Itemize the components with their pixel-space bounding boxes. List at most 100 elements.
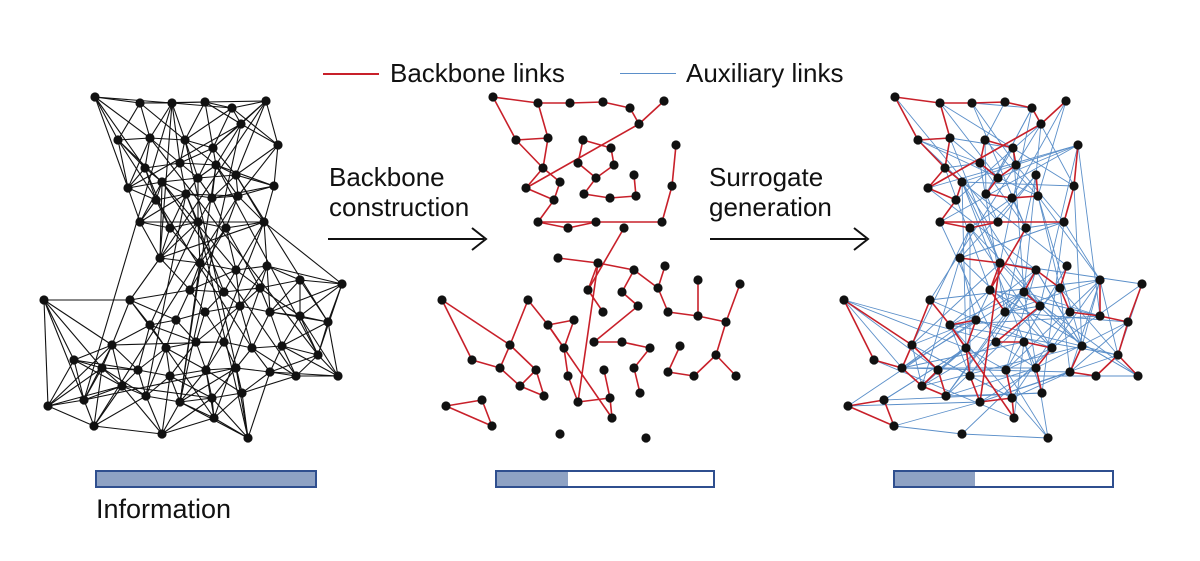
network-node	[180, 135, 190, 145]
network-node	[578, 135, 588, 145]
auxiliary-link	[1004, 311, 1129, 323]
network-node	[843, 401, 853, 411]
network-link	[179, 367, 237, 403]
network-node	[90, 92, 100, 102]
auxiliary-link	[1023, 341, 1037, 369]
auxiliary-link	[979, 371, 1071, 403]
network-node	[897, 363, 907, 373]
auxiliary-link	[883, 347, 967, 401]
surrogate-generation-label-2: generation	[709, 192, 832, 222]
network-node	[565, 98, 575, 108]
network-link	[269, 283, 343, 313]
network-node	[735, 279, 745, 289]
network-node	[236, 119, 246, 129]
auxiliary-link	[985, 107, 1033, 195]
network-node	[599, 365, 609, 375]
network-node	[693, 275, 703, 285]
network-node	[255, 283, 265, 293]
backbone-link	[577, 397, 611, 403]
network-node	[171, 315, 181, 325]
network-node	[663, 367, 673, 377]
network-node	[975, 158, 985, 168]
network-node	[961, 343, 971, 353]
network-link	[211, 392, 243, 399]
network-link	[327, 321, 339, 377]
network-node	[538, 163, 548, 173]
network-node	[693, 311, 703, 321]
network-node	[243, 433, 253, 443]
auxiliary-link	[959, 221, 1065, 259]
network-link	[117, 139, 253, 349]
network-link	[43, 299, 49, 407]
auxiliary-link	[944, 162, 981, 169]
network-node	[1009, 413, 1019, 423]
auxiliary-link	[1005, 369, 1049, 439]
network-node	[69, 355, 79, 365]
network-node	[523, 295, 533, 305]
network-link	[199, 262, 237, 271]
network-node	[975, 397, 985, 407]
network-link	[197, 147, 214, 179]
network-link	[169, 375, 181, 403]
network-link	[47, 359, 75, 407]
auxiliary-link	[975, 289, 991, 321]
network-link	[266, 265, 343, 285]
network-node	[219, 337, 229, 347]
network-link	[212, 107, 233, 149]
auxiliary-link	[961, 181, 967, 349]
network-node	[609, 160, 619, 170]
network-node	[907, 340, 917, 350]
network-node	[641, 433, 651, 443]
network-link	[263, 185, 275, 223]
network-node	[533, 98, 543, 108]
network-link	[94, 96, 173, 104]
network-node	[1027, 103, 1037, 113]
network-link	[215, 164, 275, 187]
auxiliary-link	[929, 164, 1017, 301]
network-node	[151, 195, 161, 205]
network-link	[161, 177, 199, 183]
backbone-legend-label: Backbone links	[390, 58, 565, 88]
network-link	[111, 341, 225, 346]
network-node	[145, 320, 155, 330]
network-node	[1036, 119, 1046, 129]
auxiliary-link	[937, 347, 967, 371]
network-node	[193, 217, 203, 227]
auxiliary-link	[927, 144, 1079, 189]
information-bar-surrogate-fill	[895, 472, 976, 486]
network-link	[43, 299, 85, 401]
network-link	[83, 367, 237, 401]
network-link	[137, 324, 151, 371]
network-link	[184, 139, 243, 394]
network-link	[204, 311, 225, 343]
backbone-link	[1073, 144, 1079, 187]
network-node	[933, 365, 943, 375]
network-link	[111, 324, 151, 346]
network-link	[235, 265, 268, 271]
auxiliary-link	[961, 433, 1049, 439]
network-link	[161, 401, 181, 435]
network-link	[149, 137, 181, 164]
network-link	[161, 397, 213, 435]
network-node	[323, 317, 333, 327]
backbone-link	[995, 305, 1041, 343]
network-link	[251, 311, 271, 349]
network-node	[945, 320, 955, 330]
network-node	[583, 285, 593, 295]
backbone-link	[959, 257, 1001, 264]
backbone-link	[481, 399, 493, 427]
auxiliary-link	[949, 137, 1001, 264]
network-node	[193, 173, 203, 183]
network-node	[247, 343, 257, 353]
network-node	[659, 96, 669, 106]
network-link	[127, 187, 157, 201]
network-node	[635, 388, 645, 398]
auxiliary-link	[971, 102, 1033, 109]
network-link	[197, 174, 237, 179]
network-node	[175, 158, 185, 168]
network-link	[235, 367, 249, 439]
network-node	[923, 183, 933, 193]
backbone-link	[441, 299, 473, 361]
network-node	[505, 340, 515, 350]
